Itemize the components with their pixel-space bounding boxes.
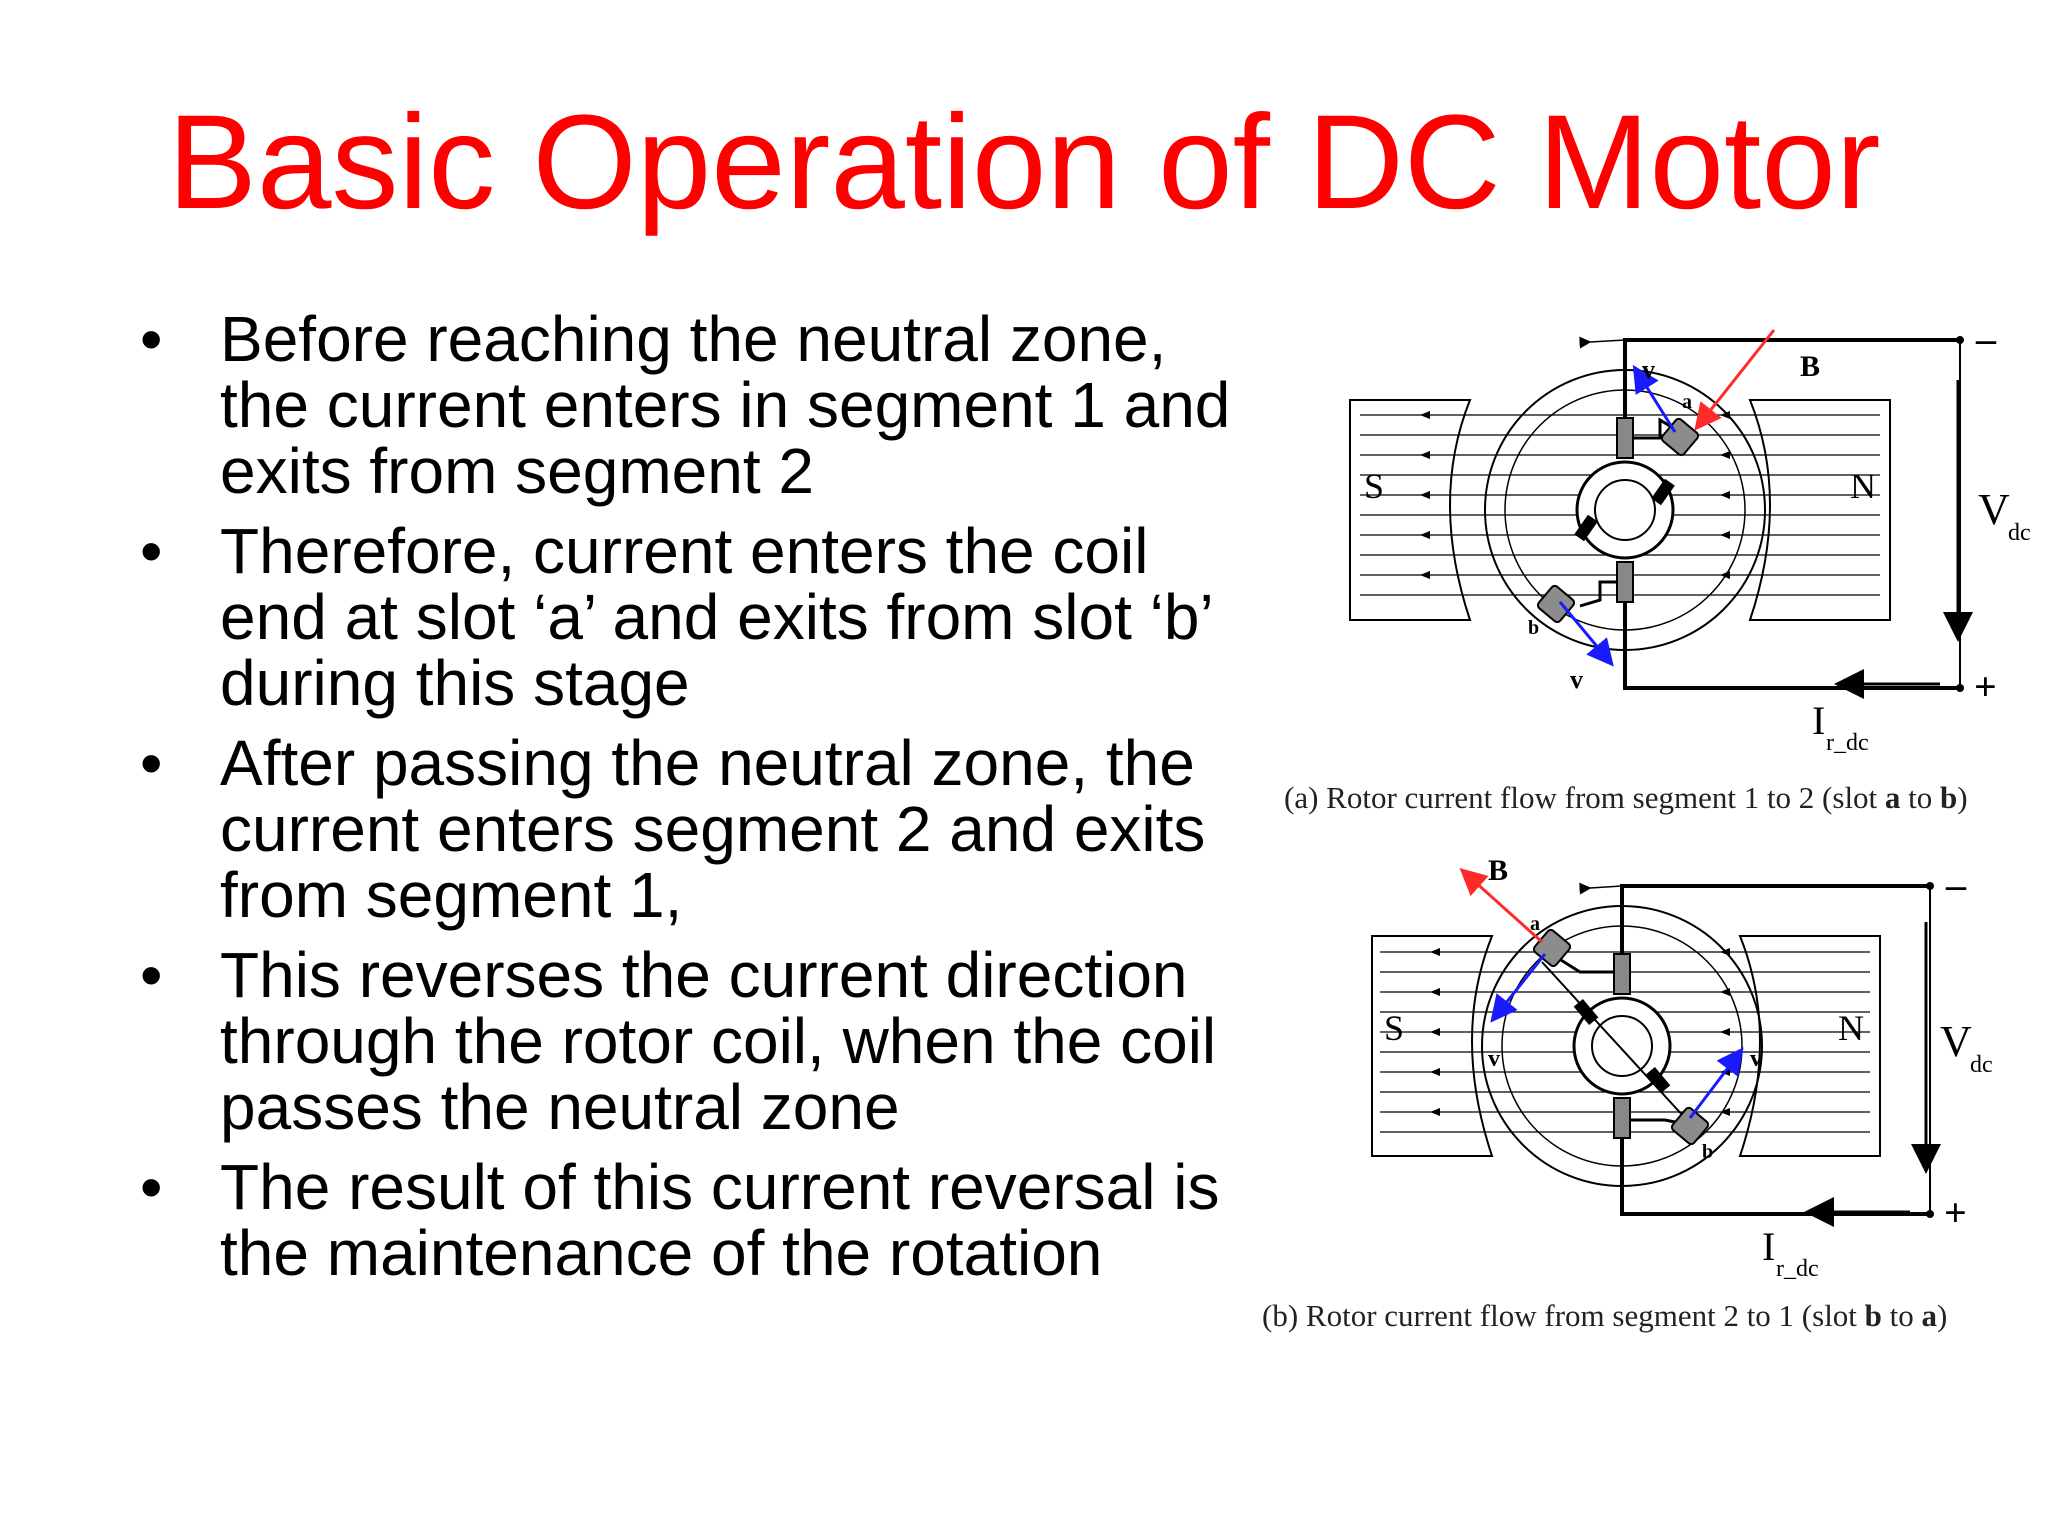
- commutator-gap: [1645, 1066, 1671, 1094]
- bullet-list: • Before reaching the neutral zone, the c…: [140, 306, 1260, 1300]
- label-slot-b: b: [1528, 617, 1539, 639]
- figure-b: S N B v v a b – + V dc I r_dc: [1280, 850, 2040, 1290]
- bullet-item: • This reverses the current direction thr…: [140, 942, 1260, 1140]
- rotation-arrow: [1579, 882, 1623, 895]
- caption-to: to: [1881, 1298, 1922, 1333]
- label-slot-a: a: [1682, 391, 1692, 413]
- slide-title: Basic Operation of DC Motor: [167, 88, 1881, 237]
- label-plus: +: [1974, 664, 1997, 709]
- label-minus: –: [1975, 320, 1997, 361]
- north-pole-shoe: [1748, 399, 1891, 621]
- velocity-arrow-right: [1688, 1047, 1744, 1119]
- label-idc: I: [1812, 698, 1825, 743]
- field-arrowheads: [1420, 411, 1730, 579]
- rotation-arrow: [1579, 336, 1626, 349]
- slot-b: [1536, 584, 1576, 624]
- terminal-minus: [1926, 882, 1934, 890]
- south-pole-shoe: [1371, 935, 1494, 1157]
- label-slot-b: b: [1702, 1141, 1713, 1163]
- bullet-dot: •: [140, 1151, 163, 1223]
- lead-bottom: [1620, 1138, 1930, 1216]
- label-idc-sub: r_dc: [1776, 1256, 1819, 1282]
- bullet-dot: •: [140, 515, 163, 587]
- shaft: [1594, 479, 1656, 541]
- label-b: B: [1800, 350, 1820, 383]
- terminal-plus: [1926, 1210, 1934, 1218]
- caption-slot-from: b: [1864, 1298, 1882, 1333]
- lead-bottom: [1623, 602, 1960, 690]
- bullet-item: • Therefore, current enters the coil end …: [140, 518, 1260, 716]
- label-idc: I: [1762, 1224, 1775, 1269]
- caption-slot-from: a: [1884, 780, 1901, 815]
- label-b: B: [1488, 854, 1508, 887]
- motor-diagram-b: S N B v v a b – + V dc I r_dc: [1371, 854, 1993, 1282]
- label-slot-a: a: [1530, 913, 1540, 935]
- south-pole-shoe: [1349, 399, 1472, 621]
- terminal-minus: [1956, 336, 1964, 344]
- caption-slot-to: b: [1940, 780, 1958, 815]
- bullet-text: The result of this current reversal is t…: [220, 1151, 1220, 1289]
- commutator-gap: [1573, 998, 1599, 1026]
- label-plus: +: [1944, 1190, 1967, 1235]
- label-s: S: [1364, 466, 1384, 506]
- bullet-item: • The result of this current reversal is …: [140, 1154, 1260, 1286]
- bullet-text: This reverses the current direction thro…: [220, 939, 1217, 1143]
- caption-prefix: (a): [1284, 780, 1319, 815]
- caption-to: to: [1900, 780, 1941, 815]
- label-v-top: v: [1642, 355, 1655, 384]
- bullet-dot: •: [140, 303, 163, 375]
- coil-span: [1541, 961, 1686, 1119]
- brush-bottom: [1616, 561, 1634, 603]
- slot-b: [1670, 1106, 1710, 1146]
- commutator-gap: [1651, 478, 1675, 506]
- north-pole-shoe: [1738, 935, 1881, 1157]
- bullet-text: After passing the neutral zone, the curr…: [220, 727, 1206, 931]
- brush-top: [1613, 953, 1631, 995]
- commutator-gap: [1574, 514, 1598, 542]
- label-vdc-sub: dc: [2008, 520, 2031, 546]
- bullet-text: Before reaching the neutral zone, the cu…: [220, 303, 1231, 507]
- caption-slot-to: a: [1921, 1298, 1938, 1333]
- caption-prefix: (b): [1262, 1298, 1299, 1333]
- figure-a: S N B v v a b – + V dc I r_dc: [1280, 320, 2040, 780]
- label-v-left: v: [1488, 1046, 1500, 1072]
- field-b-arrow: [1694, 329, 1776, 431]
- label-v-right: v: [1750, 1046, 1762, 1072]
- terminal-plus: [1956, 684, 1964, 692]
- bullet-dot: •: [140, 727, 163, 799]
- brush-bottom: [1613, 1097, 1631, 1139]
- label-n: N: [1850, 466, 1876, 506]
- label-s: S: [1384, 1008, 1404, 1048]
- bullet-item: • Before reaching the neutral zone, the c…: [140, 306, 1260, 504]
- caption-end: ): [1957, 780, 1968, 815]
- caption-b: (b) Rotor current flow from segment 2 to…: [1262, 1298, 1947, 1334]
- brush-top: [1616, 417, 1634, 459]
- coil-wire-b: [1579, 580, 1617, 608]
- velocity-arrow-left: [1490, 953, 1547, 1023]
- label-v-bottom: v: [1570, 665, 1583, 694]
- caption-text: Rotor current flow from segment 1 to 2 (…: [1326, 780, 1885, 815]
- caption-end: ): [1937, 1298, 1948, 1333]
- caption-a: (a) Rotor current flow from segment 1 to…: [1284, 780, 1968, 816]
- label-vdc-sub: dc: [1970, 1052, 1993, 1078]
- bullet-item: • After passing the neutral zone, the cur…: [140, 730, 1260, 928]
- bullet-dot: •: [140, 939, 163, 1011]
- label-idc-sub: r_dc: [1826, 730, 1869, 756]
- field-b-arrow: [1459, 867, 1544, 944]
- label-n: N: [1838, 1008, 1864, 1048]
- velocity-arrow-top: [1632, 364, 1677, 433]
- caption-text: Rotor current flow from segment 2 to 1 (…: [1305, 1298, 1865, 1333]
- label-vdc: V: [1978, 485, 2010, 534]
- label-minus: –: [1945, 862, 1967, 907]
- shaft: [1591, 1015, 1653, 1077]
- bullet-text: Therefore, current enters the coil end a…: [220, 515, 1212, 719]
- lead-top: [1620, 884, 1930, 954]
- motor-diagram-a: S N B v v a b – + V dc I r_dc: [1349, 320, 2031, 756]
- label-vdc: V: [1940, 1017, 1972, 1066]
- velocity-arrow-bottom: [1558, 601, 1614, 667]
